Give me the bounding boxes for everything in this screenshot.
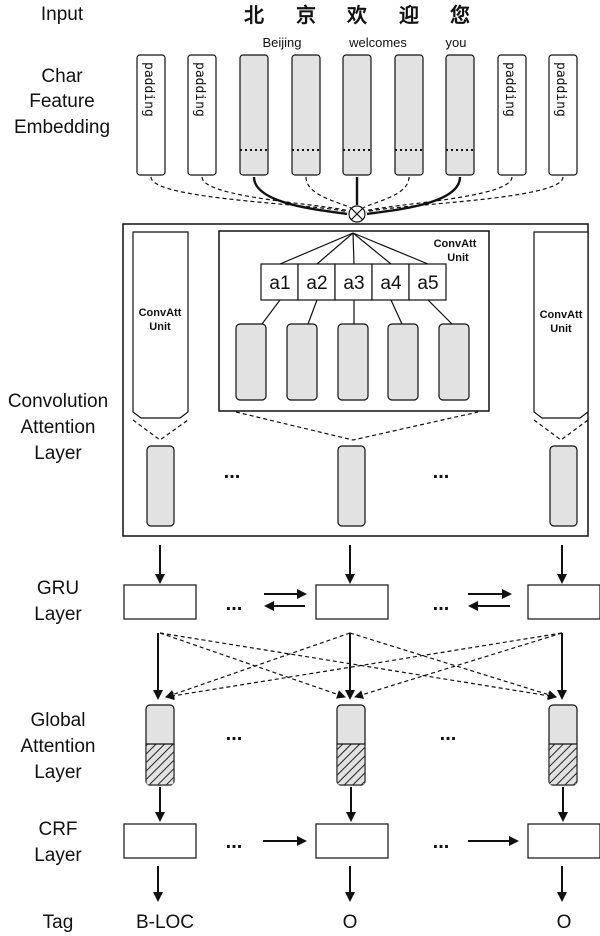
gru-ellipsis-left: ... xyxy=(226,593,243,615)
crf-cell-3 xyxy=(527,823,600,859)
tag-row-label: Tag xyxy=(43,912,74,933)
char-feature-label-line1: Char xyxy=(41,66,83,87)
global-attention-cell-2 xyxy=(336,704,366,786)
convatt-unit-right: ConvAtt Unit xyxy=(533,231,589,419)
conv-att-label-line2: Attention xyxy=(21,417,96,438)
translation-welcomes: welcomes xyxy=(348,35,407,50)
conv-ellipsis-left: ... xyxy=(224,461,241,483)
conv-att-label-line3: Layer xyxy=(34,443,82,464)
attention-weight-a1 xyxy=(260,263,299,301)
char-feature-label-line2: Feature xyxy=(29,91,94,112)
global-attention-cell-3 xyxy=(548,704,578,786)
padding-embedding-4: padding xyxy=(548,54,578,176)
gru-bidirectional-arrows xyxy=(264,589,512,611)
svg-text:a1: a1 xyxy=(269,273,290,294)
conv-output-cell-3 xyxy=(549,445,578,527)
crf-ellipsis-left: ... xyxy=(226,831,243,853)
gru-to-global-arrows xyxy=(153,633,567,700)
char-embedding-5 xyxy=(445,54,475,176)
global-attention-cross-arrows xyxy=(159,632,563,701)
tag-output-1: B-LOC xyxy=(136,912,194,933)
svg-text:padding: padding xyxy=(553,62,568,117)
crf-cell-2 xyxy=(315,823,389,859)
svg-text:Unit: Unit xyxy=(550,323,572,335)
char-embedding-1 xyxy=(239,54,269,176)
svg-text:Unit: Unit xyxy=(447,252,469,264)
conv-feature-cell-4 xyxy=(387,323,419,401)
padding-embedding-2: padding xyxy=(187,54,217,176)
crf-label-line2: Layer xyxy=(34,845,82,866)
conv-feature-cell-5 xyxy=(438,323,470,401)
crf-to-tag-arrows xyxy=(153,866,567,902)
padding-embedding-1: padding xyxy=(136,54,166,176)
input-char-3: 欢 xyxy=(346,3,368,27)
global-to-crf-arrows xyxy=(155,787,568,822)
global-att-label-line3: Layer xyxy=(34,762,82,783)
gru-cell-1 xyxy=(123,584,197,620)
convatt-unit-center: ConvAtt Unit a1 a2 a3 a4 a5 xyxy=(218,230,490,412)
crf-label-line1: CRF xyxy=(38,819,77,840)
convatt-unit-left: ConvAtt Unit xyxy=(132,231,189,419)
multiply-node xyxy=(348,205,366,223)
conv-output-cell-2 xyxy=(337,445,366,527)
attention-weight-a5 xyxy=(408,263,447,301)
crf-ellipsis-right: ... xyxy=(433,831,450,853)
char-embedding-4 xyxy=(394,54,424,176)
svg-text:a3: a3 xyxy=(343,273,364,294)
char-feature-label-line3: Embedding xyxy=(14,117,110,138)
gru-ellipsis-right: ... xyxy=(433,593,450,615)
conv-to-gru-arrows xyxy=(155,545,567,584)
input-char-4: 迎 xyxy=(399,3,419,27)
input-char-2: 京 xyxy=(296,3,316,27)
svg-text:padding: padding xyxy=(192,62,207,117)
tag-output-2: O xyxy=(343,912,358,933)
gru-cell-2 xyxy=(315,584,389,620)
translation-you: you xyxy=(446,35,467,50)
global-att-label-line1: Global xyxy=(31,710,86,731)
svg-text:padding: padding xyxy=(141,62,156,117)
svg-text:a4: a4 xyxy=(380,273,402,294)
svg-text:padding: padding xyxy=(502,62,517,117)
svg-text:Unit: Unit xyxy=(149,321,171,333)
global-att-label-line2: Attention xyxy=(21,736,96,757)
conv-output-cell-1 xyxy=(146,445,175,527)
attention-weight-a2 xyxy=(297,263,336,301)
global-attention-cell-1 xyxy=(145,704,175,786)
translation-beijing: Beijing xyxy=(262,35,301,50)
char-embedding-3 xyxy=(342,54,372,176)
crf-cell-1 xyxy=(123,823,197,859)
input-char-1: 北 xyxy=(244,3,264,27)
padding-embedding-3: padding xyxy=(497,54,527,176)
conv-output-funnels xyxy=(132,411,589,441)
svg-text:a5: a5 xyxy=(417,273,438,294)
gru-label-line1: GRU xyxy=(37,578,79,599)
embedding-to-multiply-connectors xyxy=(150,176,564,216)
gru-cell-3 xyxy=(527,584,600,620)
input-row-label: Input xyxy=(41,4,84,25)
conv-feature-cell-2 xyxy=(286,323,318,401)
char-embedding-2 xyxy=(291,54,321,176)
global-ellipsis-left: ... xyxy=(226,723,243,745)
tag-output-3: O xyxy=(557,912,572,933)
conv-feature-cell-3 xyxy=(337,323,369,401)
conv-att-label-line1: Convolution xyxy=(8,391,108,412)
conv-feature-cell-1 xyxy=(235,323,267,401)
gru-label-line2: Layer xyxy=(34,604,82,625)
svg-text:ConvAtt: ConvAtt xyxy=(434,238,477,250)
input-char-5: 您 xyxy=(450,3,470,27)
svg-text:a2: a2 xyxy=(306,273,327,294)
global-ellipsis-right: ... xyxy=(440,723,457,745)
svg-text:ConvAtt: ConvAtt xyxy=(139,307,182,319)
conv-ellipsis-right: ... xyxy=(433,461,450,483)
svg-text:ConvAtt: ConvAtt xyxy=(540,309,583,321)
